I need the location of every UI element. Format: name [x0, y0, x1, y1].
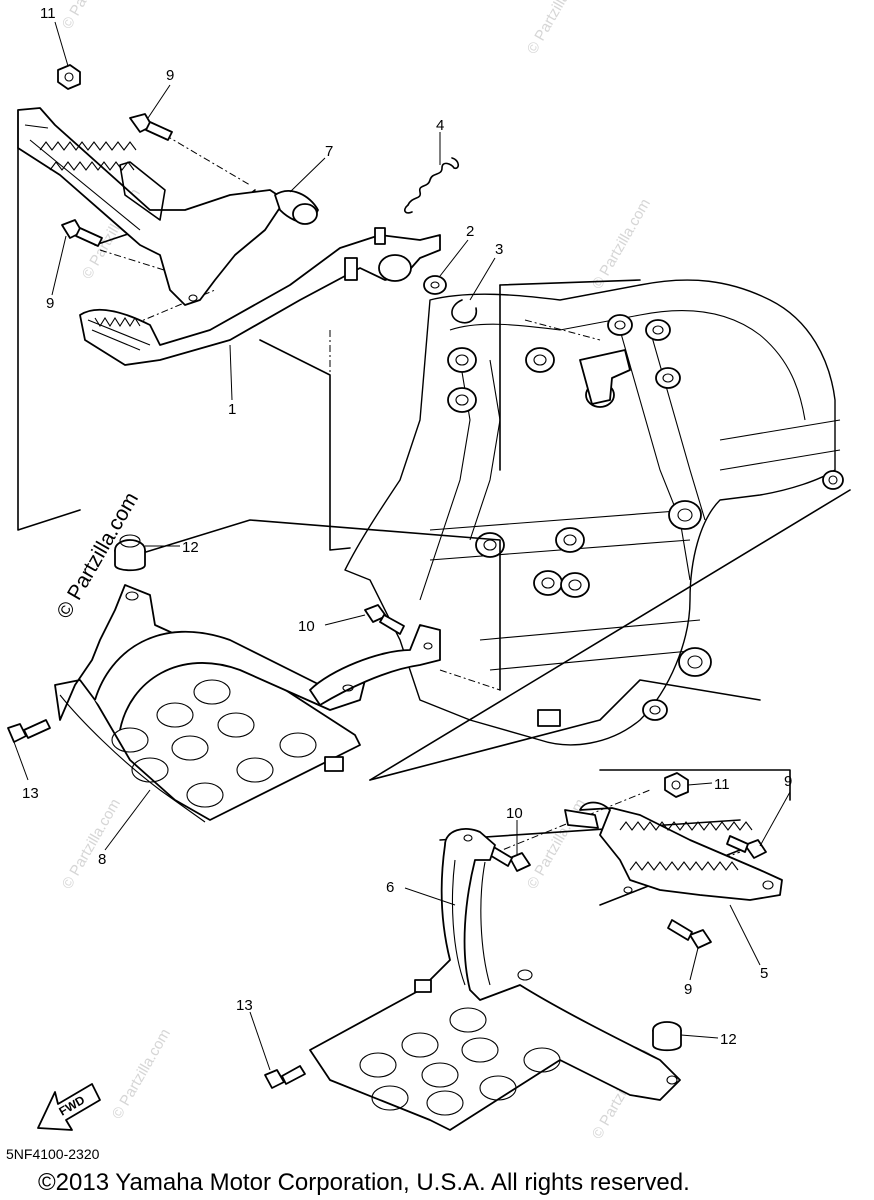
bolt-13-right — [264, 1065, 306, 1089]
nut-11-upper — [57, 64, 81, 90]
motorcycle-frame — [344, 279, 844, 746]
frame-boss — [447, 387, 477, 413]
step-bracket-left — [54, 584, 441, 823]
frame-bracket — [579, 349, 631, 405]
leader-lines — [13, 21, 791, 1071]
step-plate-holes — [359, 1007, 561, 1116]
callout-5: 5 — [760, 965, 768, 982]
step-plate-holes — [111, 679, 317, 808]
watermark: © Partzilla.com — [59, 0, 124, 32]
callout-8: 8 — [98, 851, 106, 868]
callout-9: 9 — [684, 981, 692, 998]
callout-1: 1 — [228, 401, 236, 418]
callout-13: 13 — [236, 997, 253, 1014]
callout-10: 10 — [298, 618, 315, 635]
return-spring — [403, 157, 460, 214]
frame-boss — [525, 347, 555, 373]
callouts: 11 9 7 4 2 3 9 1 12 10 13 8 11 9 10 6 5 … — [22, 5, 792, 1048]
callout-11: 11 — [40, 5, 56, 22]
bolt-9-right-lower — [667, 919, 712, 949]
frame-boss — [645, 319, 671, 341]
watermark: © Partzilla.com — [59, 796, 124, 892]
frame-tab — [537, 709, 561, 727]
callout-10: 10 — [506, 805, 523, 822]
frame-boss — [668, 500, 702, 530]
fwd-arrow-icon: FWD — [37, 1083, 101, 1131]
grommet-12-upper — [114, 534, 146, 572]
callout-6: 6 — [386, 879, 394, 896]
frame-boss — [655, 367, 681, 389]
callout-11: 11 — [714, 776, 730, 793]
callout-9: 9 — [166, 67, 174, 84]
frame-boss — [560, 572, 590, 598]
frame-boss — [607, 314, 633, 336]
footrest-bracket-left — [17, 107, 319, 306]
callout-4: 4 — [436, 117, 444, 134]
washer — [423, 275, 447, 295]
callout-9: 9 — [46, 295, 54, 312]
bolt-10-lower — [487, 845, 531, 872]
nut-11-lower — [664, 772, 689, 798]
footrest-bracket-right — [564, 801, 783, 901]
callout-9: 9 — [784, 773, 792, 790]
step-bracket-right — [309, 828, 681, 1131]
watermark: © Partzilla.com — [109, 1026, 174, 1122]
circlip — [451, 299, 478, 324]
brake-pedal — [79, 227, 441, 366]
watermark: © Partzilla.com — [589, 196, 654, 292]
callout-13: 13 — [22, 785, 39, 802]
frame-boss — [533, 570, 563, 596]
frame-boss — [555, 527, 585, 553]
callout-7: 7 — [325, 143, 333, 160]
callout-12: 12 — [182, 539, 199, 556]
callout-3: 3 — [495, 241, 503, 258]
drawing-code: 5NF4100-2320 — [6, 1146, 100, 1162]
bolt-9-upper-left — [129, 113, 173, 141]
frame-boss — [447, 347, 477, 373]
bolt-13-left — [7, 719, 51, 743]
bolt-9-lower-left — [61, 219, 103, 247]
watermark: © Partzilla.com — [524, 0, 589, 57]
frame-boss — [822, 470, 844, 490]
callout-2: 2 — [466, 223, 474, 240]
copyright: ©2013 Yamaha Motor Corporation, U.S.A. A… — [38, 1169, 690, 1196]
bolt-10-upper — [364, 604, 405, 635]
callout-12: 12 — [720, 1031, 737, 1048]
frame-boss — [678, 647, 712, 677]
frame-boss — [642, 699, 668, 721]
grommet-12-lower — [652, 1021, 682, 1052]
